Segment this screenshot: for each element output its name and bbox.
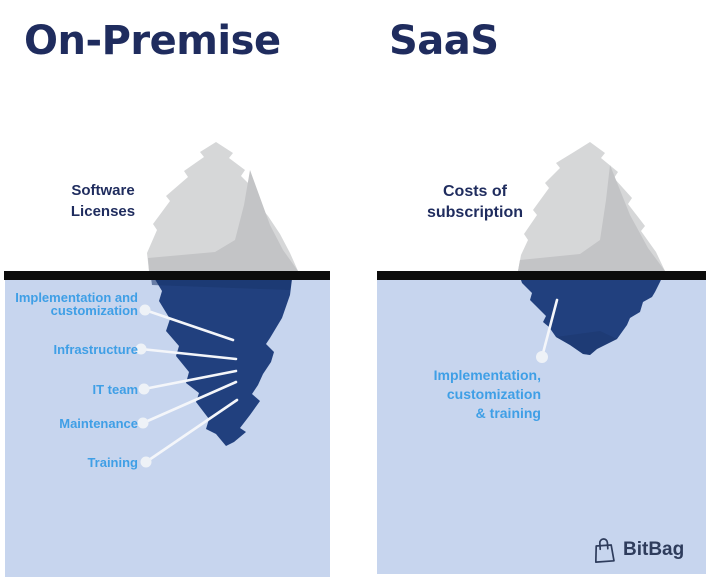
label-line: customization: [446, 386, 541, 402]
label-software-licenses: Software Licenses: [50, 180, 156, 222]
label-line: Implementation and: [15, 290, 138, 305]
connector-line: [143, 308, 235, 342]
left-iceberg-tip-shadow: [148, 170, 298, 271]
connector-dot: [137, 417, 149, 429]
right-water: [377, 280, 706, 574]
label-line: subscription: [426, 204, 523, 221]
label-line: & training: [475, 405, 541, 421]
label-line: Software: [71, 182, 135, 199]
connector-dot: [135, 343, 147, 355]
label-implementation-customization-training: Implementation, customization & training: [419, 366, 541, 423]
bitbag-logo: BitBag: [592, 536, 684, 564]
label-line: IT team: [92, 382, 138, 397]
right-iceberg-underwater-shade: [556, 331, 617, 355]
label-maintenance: Maintenance: [8, 417, 138, 430]
connector-dot: [139, 304, 151, 316]
label-costs-of-subscription: Costs of subscription: [413, 181, 537, 223]
left-connector-lines: [139, 308, 239, 464]
connector-line: [139, 347, 238, 361]
label-line: Costs of: [443, 183, 507, 200]
right-iceberg-underwater: [518, 271, 665, 355]
label-line: Infrastructure: [53, 342, 138, 357]
shopping-bag-icon: [594, 538, 615, 563]
label-infrastructure: Infrastructure: [8, 343, 138, 356]
brand-name: BitBag: [623, 539, 685, 560]
connector-line: [142, 369, 238, 391]
label-it-team: IT team: [8, 383, 138, 396]
label-line: Licenses: [70, 203, 136, 220]
right-connector-line: [540, 298, 559, 359]
label-line: Implementation,: [433, 367, 541, 383]
label-line: Maintenance: [59, 416, 138, 431]
connector-line: [141, 380, 238, 425]
connector-line: [144, 398, 239, 464]
right-waterline-bar: [377, 271, 706, 280]
label-training: Training: [8, 456, 138, 469]
connector-dot: [140, 456, 152, 468]
connector-dot: [138, 383, 150, 395]
title-saas: SaaS: [389, 18, 499, 64]
connector-dot: [536, 351, 548, 363]
title-on-premise: On-Premise: [24, 18, 281, 64]
left-waterline-bar: [4, 271, 330, 280]
label-line: customization: [50, 303, 138, 318]
connector-dots: [135, 304, 548, 468]
label-implementation-customization: Implementation and customization: [8, 291, 138, 317]
right-iceberg-tip-shadow: [518, 165, 665, 271]
label-line: Training: [87, 455, 138, 470]
